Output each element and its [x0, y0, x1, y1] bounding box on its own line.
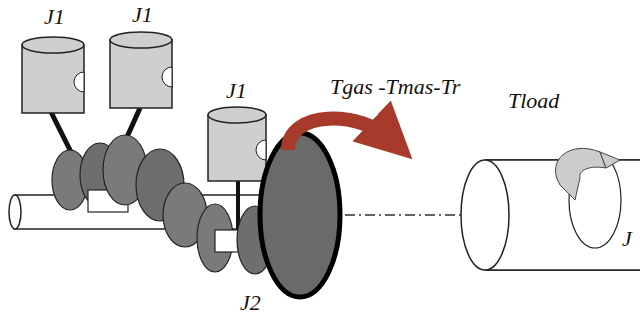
inertia-label: J	[622, 228, 632, 250]
inertia-label: J1	[132, 4, 153, 26]
torque-label: Tgas -Tmas-Tr	[330, 76, 460, 98]
inertia-label: J1	[44, 6, 65, 28]
torque-label: Tload	[508, 90, 559, 112]
inertia-label: J1	[226, 80, 247, 102]
inertia-label: J2	[240, 292, 261, 314]
